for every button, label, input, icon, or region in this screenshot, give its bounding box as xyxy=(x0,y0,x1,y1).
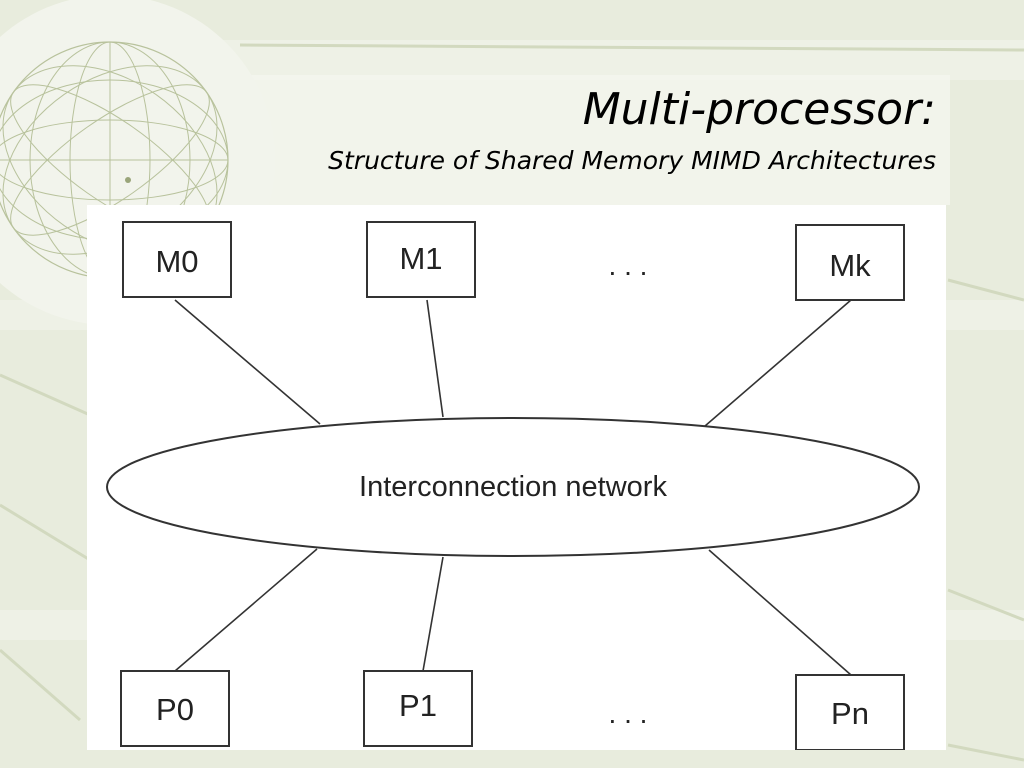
memory-module-label: Mk xyxy=(829,248,871,283)
processor-p1: P1 xyxy=(363,670,473,747)
memory-module-m1: M1 xyxy=(366,221,476,298)
processor-pn: Pn xyxy=(795,674,905,750)
link-mk-network xyxy=(704,299,852,427)
processor-label: Pn xyxy=(831,696,869,731)
link-network-p1 xyxy=(422,556,444,672)
link-m1-network xyxy=(426,299,444,418)
architecture-diagram: Interconnection network M0 M1 Mk . . . P… xyxy=(87,205,946,750)
slide-subtitle: Structure of Shared Memory MIMD Architec… xyxy=(328,146,936,175)
processor-label: P0 xyxy=(156,692,194,727)
link-m0-network xyxy=(174,299,321,425)
processor-ellipsis: . . . xyxy=(609,698,648,729)
network-label: Interconnection network xyxy=(359,471,667,503)
link-network-pn xyxy=(708,549,852,676)
memory-module-label: M1 xyxy=(399,241,442,276)
processor-label: P1 xyxy=(399,688,437,723)
memory-module-mk: Mk xyxy=(795,224,905,301)
decorative-lines xyxy=(0,43,1024,762)
interconnection-network xyxy=(106,417,920,557)
slide-title: Multi-processor: xyxy=(582,84,936,135)
memory-module-m0: M0 xyxy=(122,221,232,298)
processor-p0: P0 xyxy=(120,670,230,747)
memory-module-label: M0 xyxy=(155,244,198,279)
memory-ellipsis: . . . xyxy=(609,250,648,281)
link-network-p0 xyxy=(174,548,318,672)
